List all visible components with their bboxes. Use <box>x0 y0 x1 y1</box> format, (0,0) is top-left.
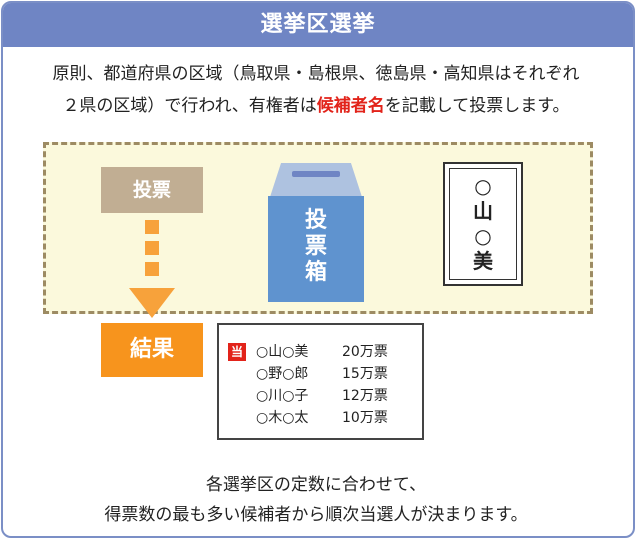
arrow-dash-3 <box>145 262 159 276</box>
candidate-votes: 12万票 <box>342 388 388 404</box>
result-label: 結果 <box>101 323 203 377</box>
footer-text: 各選挙区の定数に合わせて、 得票数の最も多い候補者から順次当選人が決まります。 <box>14 470 618 530</box>
ballot-box-lid <box>270 163 362 197</box>
header-title: 選挙区選挙 <box>3 3 633 47</box>
ballot-char-3: ○ <box>474 224 492 248</box>
candidate-name: ○川○子 <box>256 388 309 404</box>
footer-line-1: 各選挙区の定数に合わせて、 <box>205 475 427 495</box>
arrow-dash-1 <box>145 220 159 234</box>
intro-line-1: 原則、都道府県の区域（鳥取県・島根県、徳島県・高知県はそれぞれ <box>52 64 580 84</box>
ballot-box-label: 投 票 箱 <box>268 208 364 286</box>
results-box <box>217 323 424 440</box>
ballot-box-char-2: 票 <box>304 234 327 259</box>
candidate-name: ○野○郎 <box>256 366 309 382</box>
candidate-votes: 10万票 <box>342 410 388 426</box>
ballot-char-2: 山 <box>473 199 493 223</box>
ballot-char-1: ○ <box>474 174 492 198</box>
intro-line-2: ２県の区域）で行われ、有権者は候補者名を記載して投票します。 <box>14 90 618 122</box>
vote-label: 投票 <box>101 167 203 213</box>
footer-line-2: 得票数の最も多い候補者から順次当選人が決まります。 <box>104 505 528 525</box>
intro-text: 原則、都道府県の区域（鳥取県・島根県、徳島県・高知県はそれぞれ ２県の区域）で行… <box>14 58 618 122</box>
candidate-votes: 15万票 <box>342 366 388 382</box>
candidate-votes: 20万票 <box>342 344 388 360</box>
candidate-name-highlight: 候補者名 <box>316 96 385 116</box>
down-arrow-icon <box>129 288 175 318</box>
ballot-text: ○ 山 ○ 美 <box>445 174 521 274</box>
arrow-dash-2 <box>145 241 159 255</box>
ballot-box-char-3: 箱 <box>304 260 327 285</box>
candidate-name: ○木○太 <box>256 410 309 426</box>
ballot-box-slot <box>292 171 340 177</box>
ballot-box-icon <box>268 196 364 302</box>
intro-line-2-pre: ２県の区域）で行われ、有権者は <box>62 96 317 116</box>
winner-badge: 当 <box>228 343 246 361</box>
ballot-char-4: 美 <box>473 249 493 273</box>
candidate-name: ○山○美 <box>256 344 309 360</box>
ballot-box-char-1: 投 <box>304 208 327 233</box>
ballot-paper: ○ 山 ○ 美 <box>443 162 523 286</box>
intro-line-2-post: を記載して投票します。 <box>384 96 570 116</box>
ballot-inner-border <box>449 168 517 280</box>
